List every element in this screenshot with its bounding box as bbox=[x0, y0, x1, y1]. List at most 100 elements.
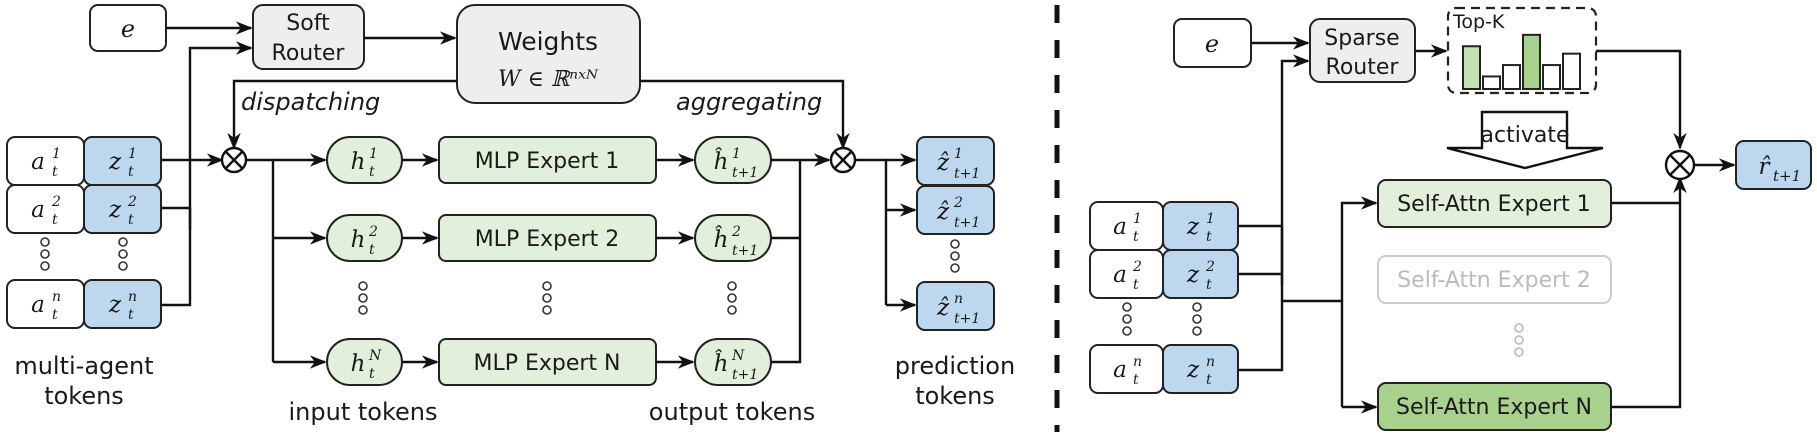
svg-text:t: t bbox=[52, 307, 58, 323]
svg-text:h: h bbox=[351, 227, 366, 253]
svg-text:MLP Expert N: MLP Expert N bbox=[473, 351, 620, 376]
svg-text:t: t bbox=[369, 164, 375, 180]
soft-router-box: Soft Router bbox=[252, 4, 365, 70]
svg-text:1: 1 bbox=[52, 146, 61, 162]
svg-text:2: 2 bbox=[731, 224, 741, 240]
svg-text:n: n bbox=[52, 289, 61, 305]
arrow-tokens-to-router bbox=[1280, 54, 1310, 285]
prediction-token: ẑ 1 t+1 bbox=[916, 136, 995, 186]
svg-text:N: N bbox=[368, 348, 382, 364]
svg-text:t+1: t+1 bbox=[954, 311, 980, 327]
agent-token-row: a 2 t z 2 t bbox=[1089, 249, 1239, 299]
svg-text:2: 2 bbox=[1132, 259, 1142, 275]
topk-label: Top-K bbox=[1452, 11, 1505, 33]
svg-text:t: t bbox=[128, 212, 134, 228]
embedding-box: e bbox=[89, 4, 167, 52]
svg-text:a: a bbox=[31, 197, 45, 223]
svg-text:t+1: t+1 bbox=[732, 367, 758, 383]
caption-input-tokens: input tokens bbox=[289, 398, 438, 426]
caption-multi-agent-2: tokens bbox=[44, 382, 124, 410]
multi-agent-tokens: a 1 t z 1 t a 2 t z 2 t bbox=[1089, 201, 1239, 394]
reward-prediction-token: r̂ t+1 bbox=[1735, 140, 1812, 190]
embedding-label: e bbox=[121, 15, 135, 43]
dispatching-label: dispatching bbox=[241, 88, 380, 116]
activate-label: activate bbox=[1481, 123, 1570, 148]
agent-token-row: a n t z n t bbox=[1089, 344, 1239, 394]
svg-text:t: t bbox=[1133, 277, 1139, 293]
dispatch-multiply-icon bbox=[220, 146, 248, 174]
svg-text:t+1: t+1 bbox=[954, 215, 980, 231]
agent-token-row: a 1 t z 1 t bbox=[6, 136, 162, 186]
caption-prediction-2: tokens bbox=[915, 382, 995, 410]
svg-text:t+1: t+1 bbox=[1773, 167, 1801, 185]
weights-formula: W ∈ ℝⁿˣᴺ bbox=[498, 67, 599, 92]
topk-bars bbox=[1462, 33, 1581, 90]
arrow-topk-to-combine bbox=[1596, 49, 1687, 150]
output-token: ĥ 2 t+1 bbox=[694, 214, 772, 262]
svg-text:h: h bbox=[351, 351, 366, 377]
topk-bar-selected bbox=[1462, 45, 1481, 90]
caption-output-tokens: output tokens bbox=[649, 398, 815, 426]
svg-text:1: 1 bbox=[732, 146, 741, 162]
svg-text:a: a bbox=[1113, 357, 1127, 383]
svg-text:2: 2 bbox=[127, 194, 137, 210]
ellipsis-dots bbox=[1122, 302, 1202, 336]
output-token: ĥ 1 t+1 bbox=[694, 136, 772, 184]
svg-text:Self-Attn Expert 1: Self-Attn Expert 1 bbox=[1397, 192, 1591, 217]
svg-text:t: t bbox=[369, 366, 375, 382]
topk-box: Top-K bbox=[1446, 6, 1598, 95]
svg-text:z: z bbox=[1186, 262, 1200, 288]
svg-text:a: a bbox=[1113, 214, 1127, 240]
topk-bar-selected bbox=[1522, 33, 1541, 90]
caption-prediction-1: prediction bbox=[895, 352, 1015, 380]
svg-text:1: 1 bbox=[128, 146, 137, 162]
arrow-aggregate bbox=[640, 79, 850, 150]
soft-router-label-1: Soft bbox=[286, 11, 330, 36]
ellipsis-dots bbox=[950, 239, 960, 273]
svg-text:t: t bbox=[1206, 229, 1212, 245]
svg-text:n: n bbox=[1133, 354, 1142, 370]
svg-text:h: h bbox=[351, 149, 366, 175]
svg-text:t: t bbox=[52, 164, 58, 180]
ellipsis-dots bbox=[727, 281, 737, 315]
svg-text:t+1: t+1 bbox=[732, 165, 758, 181]
svg-text:z: z bbox=[1186, 357, 1200, 383]
output-bus bbox=[771, 160, 802, 364]
ellipsis-dots bbox=[1514, 323, 1524, 357]
sparse-router-box: Sparse Router bbox=[1309, 18, 1416, 83]
svg-text:Self-Attn Expert 2: Self-Attn Expert 2 bbox=[1397, 268, 1591, 293]
input-bus bbox=[246, 158, 275, 362]
svg-text:Self-Attn Expert N: Self-Attn Expert N bbox=[1396, 395, 1592, 420]
input-token: h N t bbox=[326, 338, 403, 386]
topk-bar bbox=[1562, 52, 1581, 90]
ellipsis-dots bbox=[358, 281, 368, 315]
weights-title: Weights bbox=[498, 27, 598, 56]
arrow-dispatch bbox=[227, 79, 457, 150]
self-attn-expert-N: Self-Attn Expert N bbox=[1377, 382, 1612, 431]
agent-token-row: a 1 t z 1 t bbox=[1089, 201, 1239, 251]
topk-bar bbox=[1482, 75, 1501, 90]
svg-text:t: t bbox=[1133, 229, 1139, 245]
multi-agent-tokens: a 1 t z 1 t a 2 t z 2 t bbox=[6, 136, 162, 329]
arrow-experts-to-combine bbox=[1611, 176, 1687, 409]
svg-text:t+1: t+1 bbox=[954, 166, 980, 182]
combine-multiply-icon bbox=[1664, 149, 1696, 181]
svg-text:2: 2 bbox=[1205, 259, 1215, 275]
embedding-box: e bbox=[1173, 18, 1252, 68]
svg-text:t: t bbox=[1206, 372, 1212, 388]
arrow-tokens-to-router bbox=[188, 41, 253, 230]
svg-text:t: t bbox=[52, 212, 58, 228]
svg-text:2: 2 bbox=[368, 224, 378, 240]
svg-text:1: 1 bbox=[1133, 211, 1142, 227]
svg-text:z: z bbox=[108, 292, 122, 318]
svg-text:MLP Expert 1: MLP Expert 1 bbox=[475, 149, 620, 174]
svg-text:t: t bbox=[128, 164, 134, 180]
svg-text:ẑ: ẑ bbox=[936, 295, 950, 321]
svg-text:a: a bbox=[31, 292, 45, 318]
prediction-token: ẑ 2 t+1 bbox=[916, 185, 995, 235]
svg-text:t: t bbox=[128, 307, 134, 323]
svg-text:ĥ: ĥ bbox=[714, 226, 729, 253]
svg-text:z: z bbox=[1186, 214, 1200, 240]
svg-text:1: 1 bbox=[1206, 211, 1215, 227]
